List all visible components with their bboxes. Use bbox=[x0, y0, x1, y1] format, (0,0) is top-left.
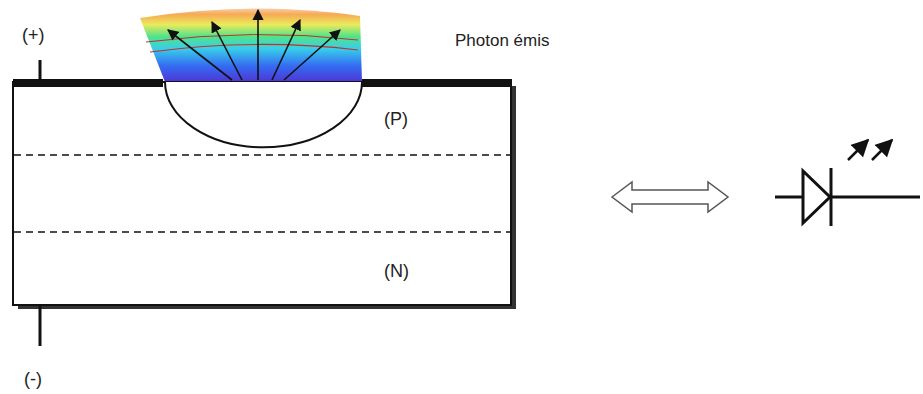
electrode bbox=[362, 79, 512, 87]
light-glow bbox=[140, 8, 362, 82]
junction-line bbox=[14, 231, 510, 233]
anode-lead bbox=[39, 60, 42, 80]
text-label: (P) bbox=[384, 110, 408, 130]
text-label: (-) bbox=[24, 370, 42, 390]
junction-line bbox=[14, 154, 510, 156]
text-label: (N) bbox=[384, 262, 409, 282]
chip-body bbox=[13, 82, 511, 305]
cathode-lead bbox=[39, 306, 42, 346]
led-symbol bbox=[775, 140, 920, 226]
text-label: (+) bbox=[22, 26, 45, 46]
text-label: Photon émis bbox=[455, 32, 550, 51]
emission-dome bbox=[165, 82, 362, 147]
electrode bbox=[13, 79, 163, 87]
photon-arrows bbox=[168, 10, 340, 80]
equivalence-arrow bbox=[612, 182, 728, 212]
glow-line bbox=[150, 44, 358, 52]
